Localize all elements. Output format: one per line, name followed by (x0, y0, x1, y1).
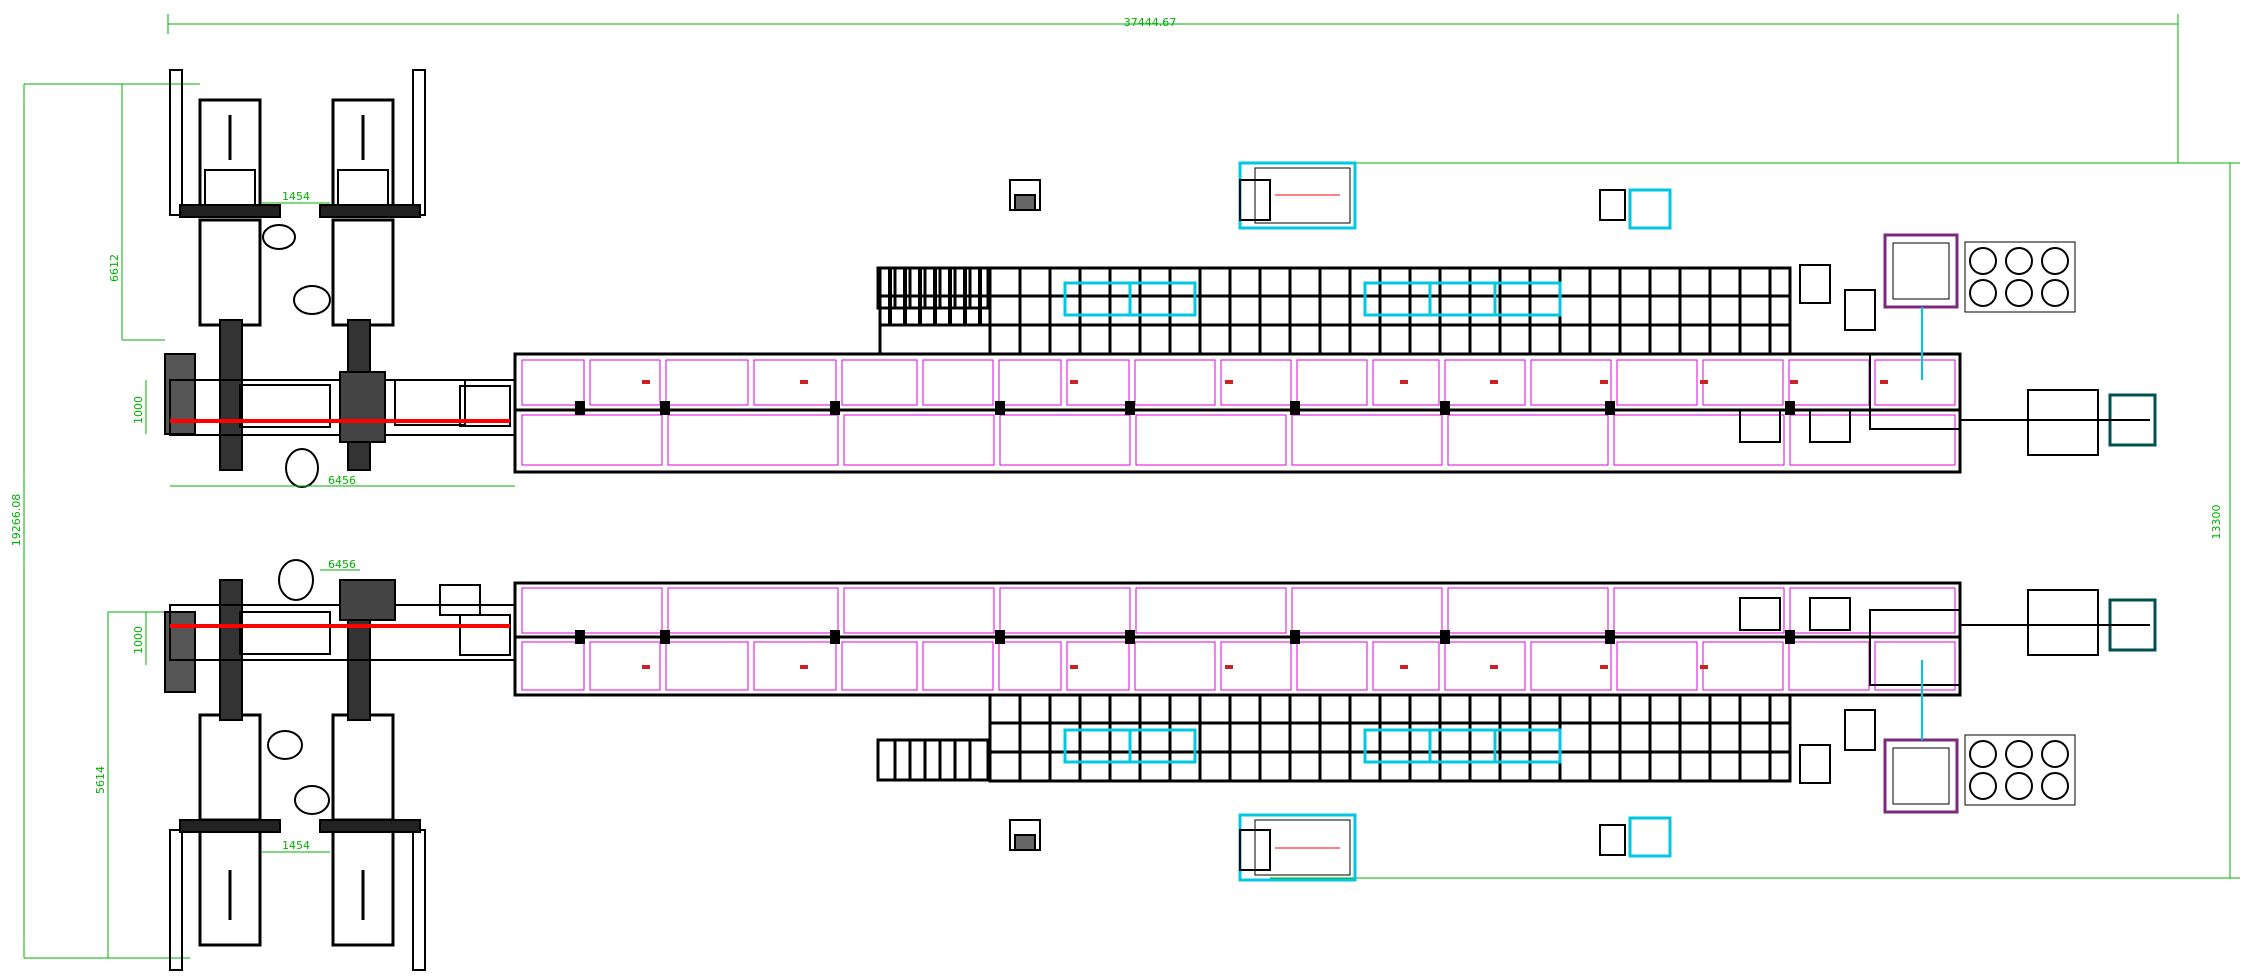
bottom-grid-rack (876, 693, 1792, 783)
bottom-highlight-cell-right (1599, 816, 1672, 858)
overall-width-label: 37444.67 (1124, 16, 1177, 29)
top-conveyor (513, 352, 1962, 474)
top-workpieces (262, 224, 331, 488)
top-grid-rack (878, 266, 1792, 356)
bottom-highlight-cell-left (1238, 813, 1357, 882)
top-highlight-cell-right (1599, 188, 1672, 230)
top-right-equipment (1799, 233, 2157, 456)
dimension-overall-height-left (23, 83, 190, 959)
dimension-bottom-arm-height (107, 611, 170, 958)
top-feed-conveyor (876, 266, 990, 310)
bottom-right-equipment (1799, 589, 2157, 814)
top-robot-unit (1009, 179, 1041, 211)
bottom-robot-unit (1009, 819, 1041, 851)
bottom-highlight-trays (1063, 728, 1562, 764)
top-feed-width-label: 1000 (132, 396, 145, 424)
bottom-arm-right (319, 579, 426, 971)
top-base (164, 353, 516, 443)
top-highlight-cell-left (1238, 161, 1357, 230)
bottom-arm-spacing-label: 1454 (282, 839, 310, 852)
top-arm-height-label: 6612 (108, 254, 121, 282)
bottom-arm-height-label: 5614 (94, 766, 107, 794)
bottom-feed-width-label: 1000 (132, 626, 145, 654)
top-line: 6612 1000 1454 (108, 69, 2157, 488)
bottom-line: 5614 1000 1454 (94, 558, 2157, 971)
dimension-top-arm-height (121, 83, 200, 341)
overall-height-right-label: 13300 (2210, 505, 2223, 540)
top-highlight-trays (1063, 281, 1562, 317)
overall-height-left-label: 19266.08 (10, 494, 23, 547)
dimension-overall-height-right (1270, 24, 2240, 879)
bottom-base-width-label: 6456 (328, 558, 356, 571)
bottom-workpieces (267, 559, 330, 815)
bottom-conveyor (513, 581, 1962, 697)
bottom-arm-left (169, 579, 281, 971)
top-arm-spacing-label: 1454 (282, 190, 310, 203)
top-base-width-label: 6456 (328, 474, 356, 487)
bottom-base (164, 579, 516, 693)
top-arm-left (169, 69, 281, 471)
